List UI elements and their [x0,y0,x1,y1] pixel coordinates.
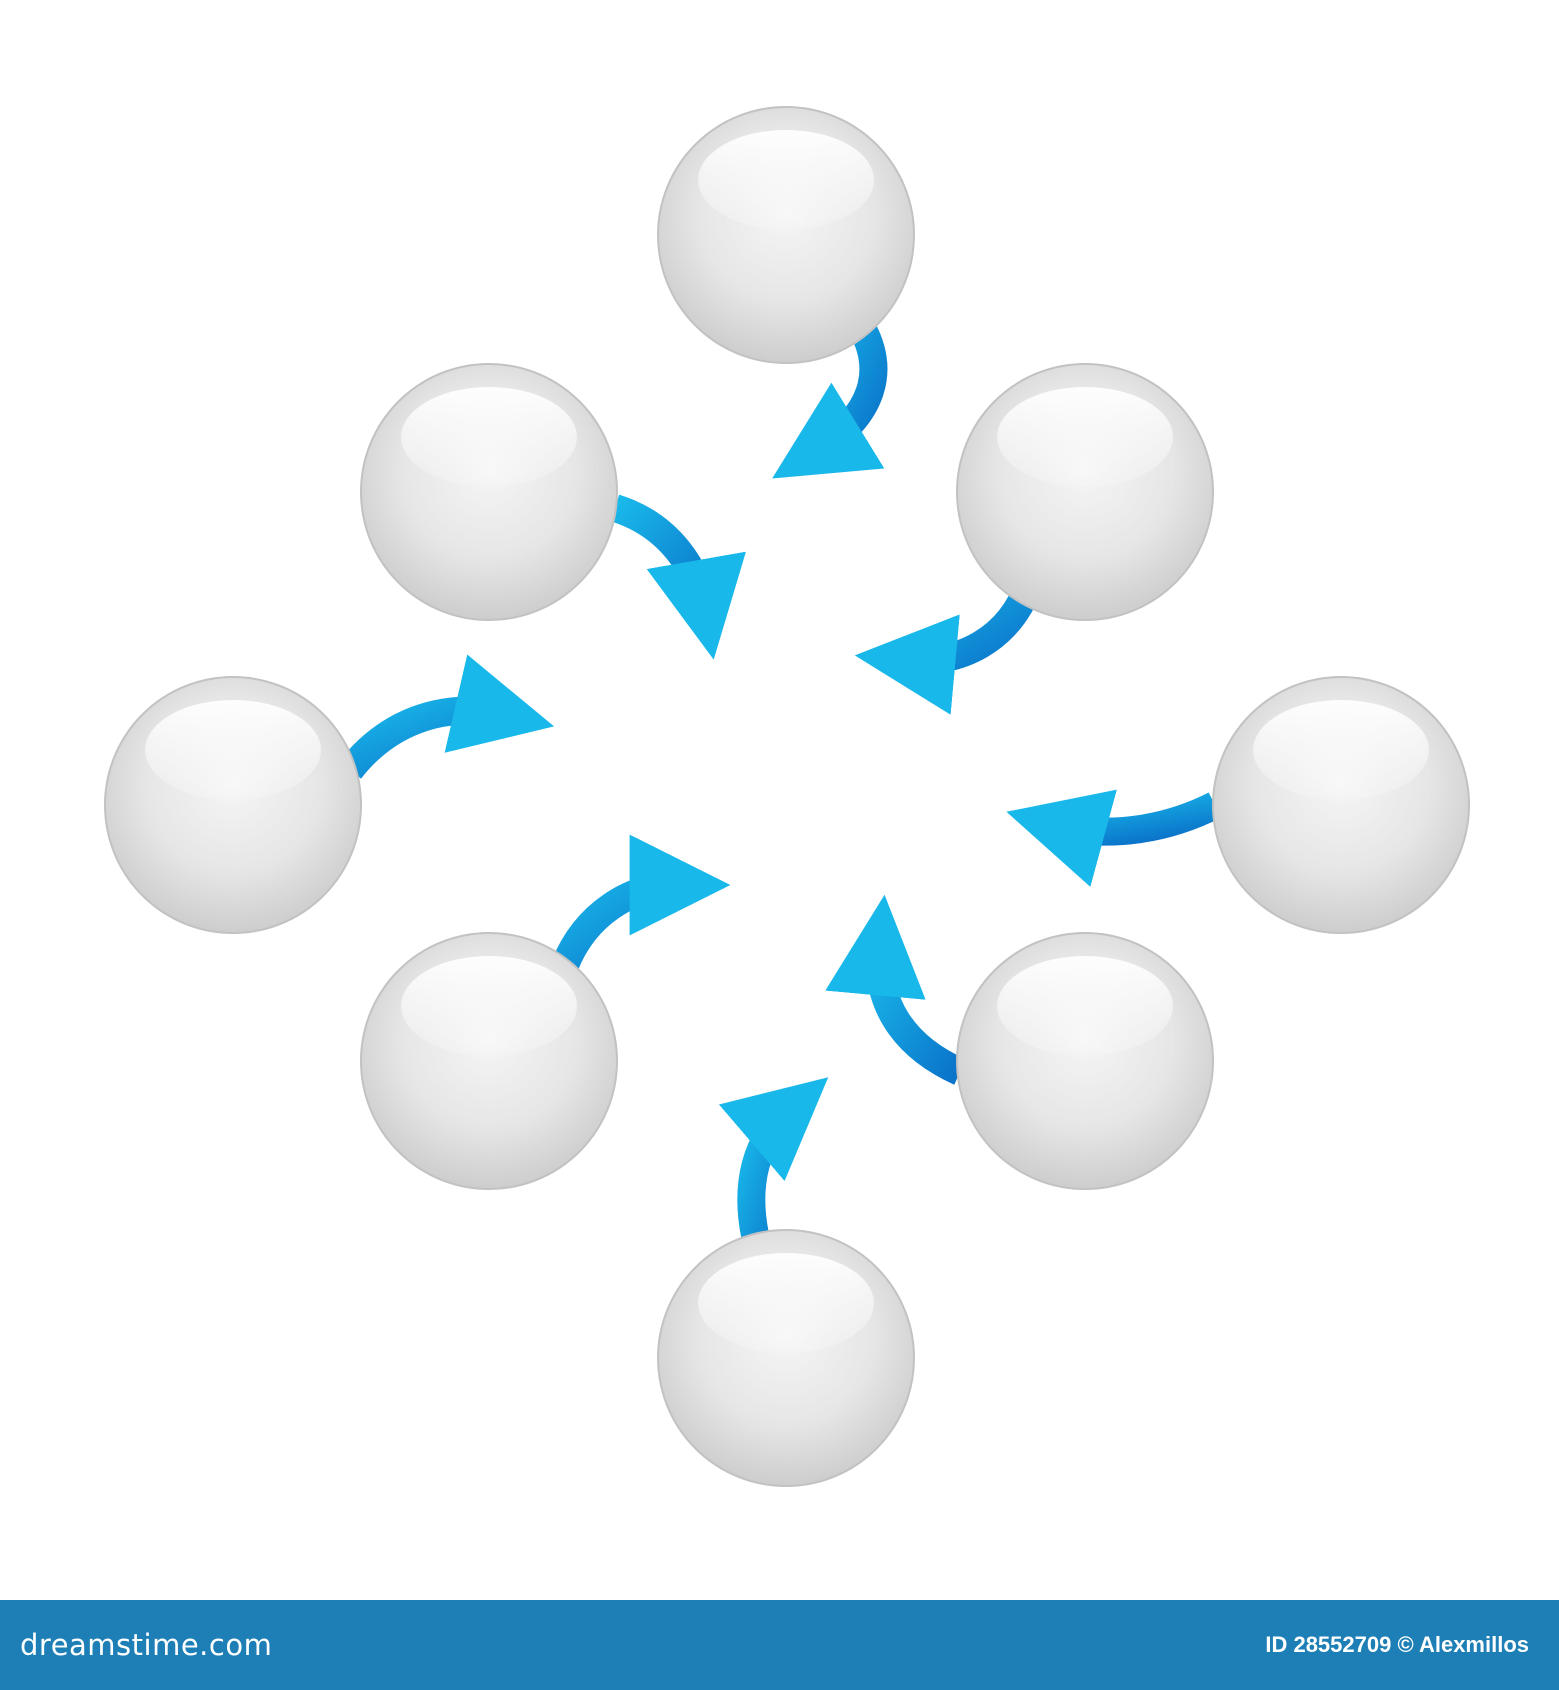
diagram-canvas [104,106,1470,1487]
curved-arrow-icon [338,654,555,779]
sphere-node [360,932,618,1190]
spheres-group [104,106,1470,1487]
sphere-node [360,363,618,621]
image-credit: ID 28552709 © Alexmillos [1265,1632,1529,1657]
sphere-node [956,932,1214,1190]
sphere-node [657,106,915,364]
sphere-node [956,363,1214,621]
curved-arrow-icon [610,494,746,660]
sphere-node [657,1229,915,1487]
sphere-node [104,676,362,934]
curved-arrow-icon [718,1077,829,1238]
footer-bar: dreamstime.com ID 28552709 © Alexmillos [0,1600,1559,1690]
brand-logo[interactable]: dreamstime.com [20,1628,273,1662]
curved-arrow-icon [825,894,967,1085]
curved-arrow-icon [1006,789,1222,887]
sphere-node [1212,676,1470,934]
curved-arrow-icon [552,834,731,971]
curved-arrow-icon [772,321,888,479]
